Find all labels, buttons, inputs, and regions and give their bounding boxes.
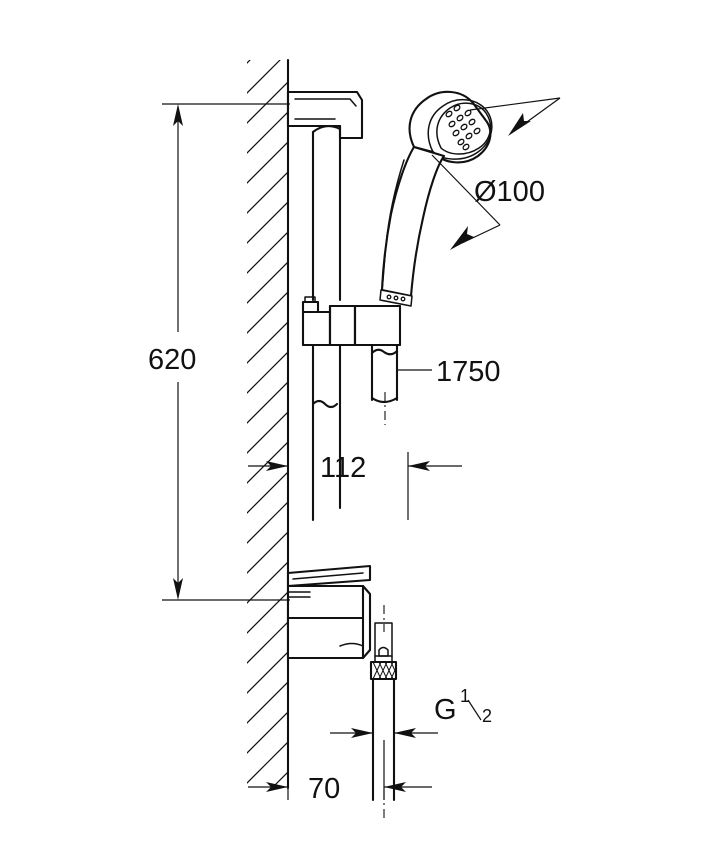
dim-label-112: 112 (320, 452, 366, 484)
dim-label-thread-g: G (434, 694, 457, 726)
shower-rail (311, 124, 342, 522)
dimension-diameter-100: Ø100 (431, 97, 561, 250)
dim-label-620: 620 (148, 344, 196, 376)
wall-hatching (247, 60, 288, 788)
spray-nozzles (445, 104, 481, 151)
shower-holder (301, 296, 402, 347)
dim-label-thread-numerator: 1 (460, 686, 470, 706)
dim-label-70: 70 (308, 773, 340, 805)
dim-label-diameter-100: Ø100 (474, 176, 545, 208)
dimension-112: 112 (248, 452, 462, 520)
handle-outlet-holes (386, 294, 406, 302)
dim-label-thread-denominator: 2 (482, 706, 492, 726)
knurled-nut-texture (372, 661, 397, 680)
dimension-620: 620 (148, 103, 290, 601)
dimension-70: 70 (248, 740, 432, 805)
upper-wall-bracket (286, 90, 364, 140)
hose-upper-segment (370, 343, 399, 404)
lower-wall-bracket (286, 564, 372, 660)
wall-section (247, 58, 290, 790)
dimension-1750: 1750 (397, 356, 501, 388)
dim-label-1750: 1750 (436, 356, 501, 388)
dimension-thread-g-half: G 1 2 (330, 686, 492, 745)
fraction-slash (467, 699, 482, 721)
